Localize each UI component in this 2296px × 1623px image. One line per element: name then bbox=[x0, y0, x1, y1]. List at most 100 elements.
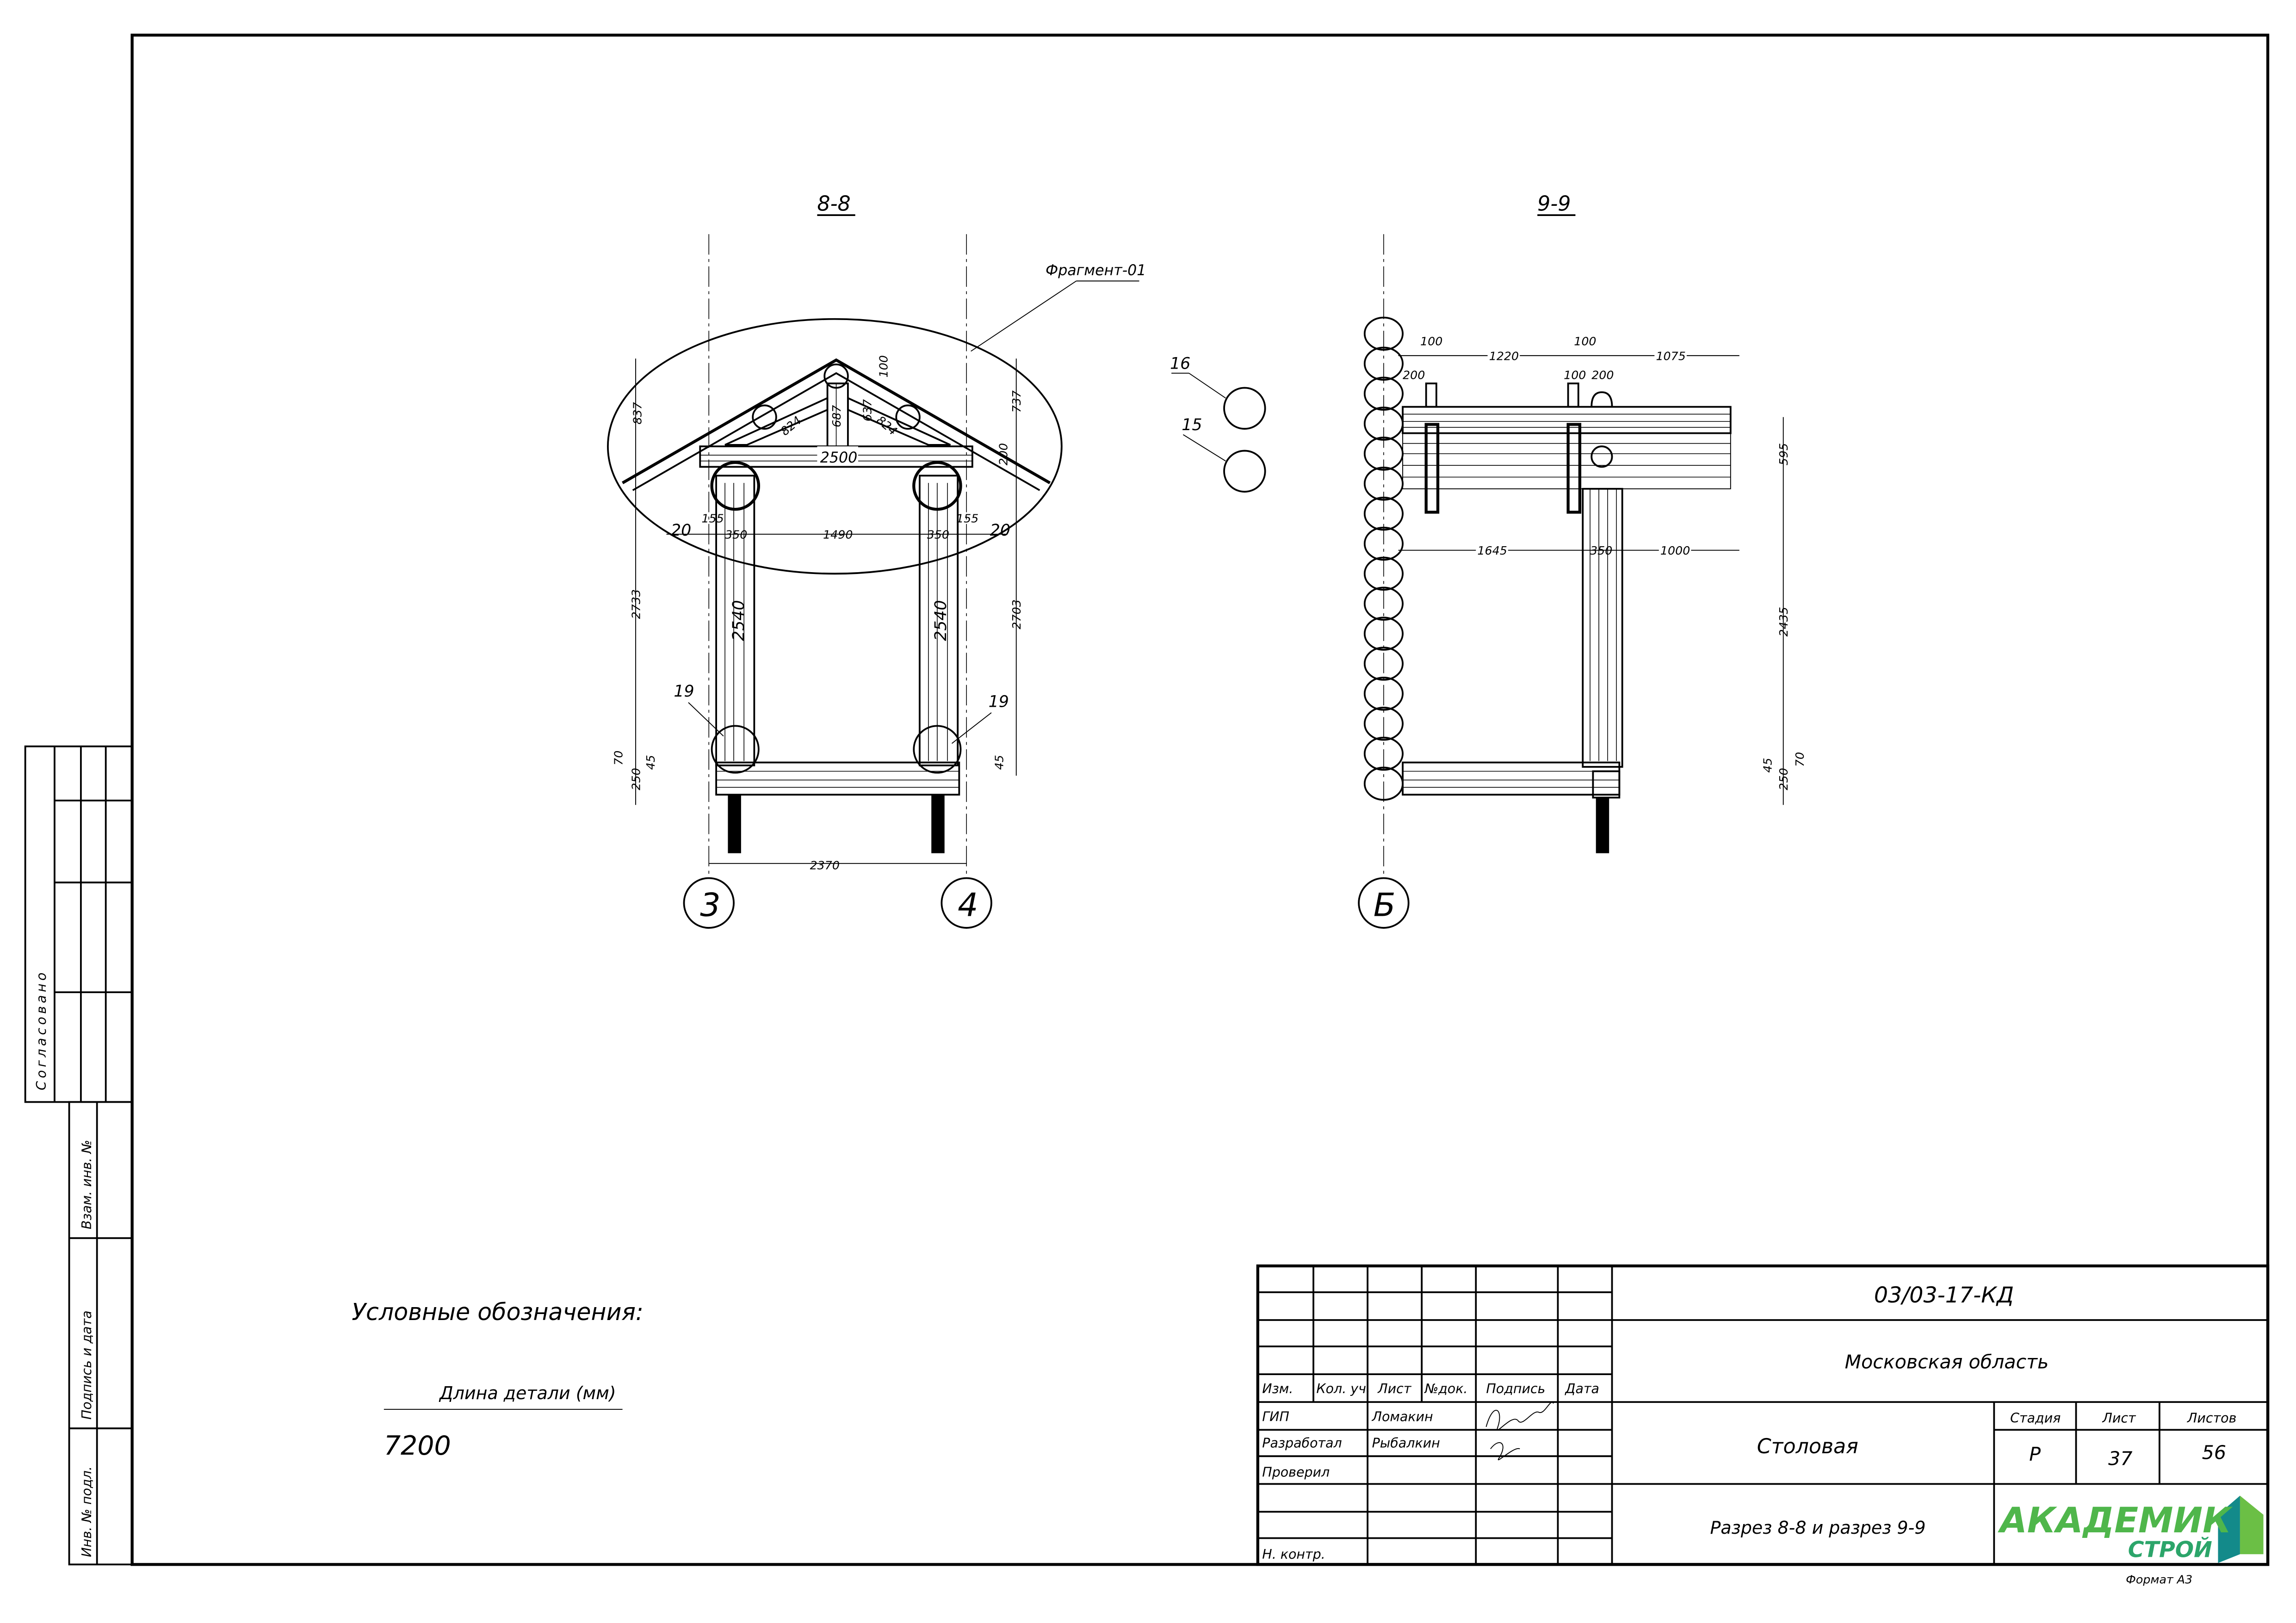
name-developer: Рыбалкин bbox=[1372, 1435, 1440, 1450]
dim-9-250: 250 bbox=[1777, 768, 1790, 790]
axis-label-3: 3 bbox=[700, 887, 720, 924]
title-block: Изм. Кол. уч. Лист №док. Подпись Дата ГИ… bbox=[1256, 1264, 2270, 1566]
wall-log bbox=[1363, 316, 1404, 351]
dim-9-100-c: 100 bbox=[1564, 369, 1586, 382]
logo-mark-right bbox=[2240, 1495, 2264, 1555]
axis-bubble-3 bbox=[683, 877, 735, 929]
logo-main-text: АКАДЕМИК bbox=[1998, 1500, 2233, 1541]
axis-bubble-4 bbox=[941, 877, 992, 929]
sheets-label: Листов bbox=[2187, 1411, 2236, 1426]
dim-2500: 2500 bbox=[820, 450, 857, 466]
col-header-sign: Подпись bbox=[1486, 1381, 1545, 1396]
col-header-list: Лист bbox=[1377, 1381, 1412, 1396]
logo-sub-text: СТРОЙ bbox=[2128, 1537, 2212, 1563]
dim-824-left: 824 bbox=[778, 413, 804, 438]
dim-9-2435: 2435 bbox=[1777, 607, 1790, 636]
fragment-ellipse bbox=[607, 318, 1063, 575]
dim-737: 737 bbox=[1010, 390, 1023, 413]
agreed-label: Согласовано bbox=[34, 969, 49, 1090]
company-logo: АКАДЕМИК СТРОЙ bbox=[1998, 1495, 2264, 1563]
dim-2540-left: 2540 bbox=[730, 600, 748, 641]
dim-9-70: 70 bbox=[1793, 752, 1807, 767]
dim-9-350: 350 bbox=[1590, 544, 1612, 557]
dim-9-595: 595 bbox=[1777, 443, 1790, 465]
dim-837: 837 bbox=[631, 402, 644, 424]
marker-16: 16 bbox=[1170, 354, 1190, 373]
log-markers: 16 15 bbox=[1170, 354, 1266, 493]
sheets-value: 56 bbox=[2202, 1442, 2226, 1464]
axis-bubble-b bbox=[1358, 877, 1410, 929]
replaces-inv-label: Взам. инв. № bbox=[79, 1140, 94, 1229]
dim-70: 70 bbox=[612, 751, 625, 765]
sheet-label: Лист bbox=[2102, 1411, 2137, 1426]
dim-155-right: 155 bbox=[956, 512, 978, 525]
dim-20-left: 20 bbox=[671, 521, 691, 540]
wall-log bbox=[1363, 376, 1404, 411]
section-9-9: 9-9 100 1220 100 1075 200 100 200 bbox=[1358, 192, 1807, 929]
col-header-ndok: №док. bbox=[1424, 1381, 1468, 1396]
logo-mark-left bbox=[2218, 1495, 2240, 1563]
dim-9-45: 45 bbox=[1761, 758, 1774, 772]
section-title-9-9: 9-9 bbox=[1537, 192, 1571, 216]
dim-350-left: 350 bbox=[725, 528, 747, 541]
sheet-value: 37 bbox=[2108, 1447, 2132, 1469]
section-title-8-8: 8-8 bbox=[817, 192, 850, 216]
fragment-label: Фрагмент-01 bbox=[1046, 262, 1146, 279]
legend: Условные обозначения: Длина детали (мм) … bbox=[352, 1298, 644, 1461]
role-gip: ГИП bbox=[1262, 1409, 1289, 1424]
dim-9-1220: 1220 bbox=[1489, 349, 1519, 363]
legend-value: 7200 bbox=[384, 1431, 451, 1461]
legend-caption: Длина детали (мм) bbox=[439, 1383, 616, 1403]
dim-45-left: 45 bbox=[644, 755, 657, 770]
object-name: Столовая bbox=[1757, 1435, 1858, 1458]
wall-log bbox=[1363, 617, 1404, 651]
dim-20-right: 20 bbox=[990, 521, 1010, 540]
dim-9-100-b: 100 bbox=[1574, 335, 1596, 348]
role-developer: Разработал bbox=[1262, 1435, 1342, 1450]
dim-9-200-b: 200 bbox=[1591, 369, 1614, 382]
dim-1490: 1490 bbox=[823, 528, 853, 541]
stage-label: Стадия bbox=[2010, 1411, 2061, 1426]
region: Московская область bbox=[1845, 1351, 2049, 1373]
stage-value: Р bbox=[2029, 1443, 2041, 1465]
sheet-frame bbox=[130, 33, 2270, 1566]
callout-19-left: 19 bbox=[674, 682, 694, 701]
col-header-kol: Кол. уч. bbox=[1316, 1381, 1370, 1396]
side-stamp: Согласовано Взам. инв. № Подпись и дата … bbox=[24, 745, 133, 1566]
signature bbox=[1485, 1401, 1554, 1461]
col-header-date: Дата bbox=[1564, 1381, 1599, 1396]
wall-log bbox=[1363, 496, 1404, 531]
wall-log bbox=[1363, 586, 1404, 621]
dim-2540-right: 2540 bbox=[932, 600, 950, 641]
dim-9-200-a: 200 bbox=[1403, 369, 1425, 382]
inv-no-label: Инв. № подл. bbox=[79, 1466, 94, 1557]
dim-45-right: 45 bbox=[992, 755, 1006, 770]
dim-9-1645: 1645 bbox=[1477, 544, 1507, 557]
format-label: Формат А3 bbox=[2126, 1573, 2192, 1586]
axis-label-b: Б bbox=[1374, 887, 1396, 924]
wall-log bbox=[1363, 677, 1404, 711]
dim-155-left: 155 bbox=[701, 512, 724, 525]
sheet-title: Разрез 8-8 и разрез 9-9 bbox=[1710, 1518, 1926, 1538]
dim-637: 637 bbox=[860, 399, 874, 421]
dim-350-right: 350 bbox=[927, 528, 949, 541]
callout-19-right: 19 bbox=[989, 692, 1009, 711]
wall-log bbox=[1363, 706, 1404, 741]
wall-log bbox=[1363, 647, 1404, 681]
sign-date-label: Подпись и дата bbox=[79, 1310, 94, 1419]
dim-100: 100 bbox=[877, 355, 890, 377]
dim-687: 687 bbox=[830, 405, 843, 427]
wall-log bbox=[1363, 526, 1404, 561]
dim-2733: 2733 bbox=[630, 589, 643, 619]
dim-9-1075: 1075 bbox=[1656, 349, 1685, 363]
role-checked: Проверил bbox=[1262, 1465, 1330, 1480]
marker-15: 15 bbox=[1182, 416, 1202, 434]
wall-log bbox=[1363, 346, 1404, 381]
dim-200: 200 bbox=[997, 443, 1010, 465]
name-gip: Ломакин bbox=[1372, 1409, 1433, 1424]
wall-log bbox=[1363, 736, 1404, 771]
axis-label-4: 4 bbox=[958, 887, 978, 924]
section-8-8: 8-8 Фрагмент-01 bbox=[607, 192, 1146, 929]
dim-2370: 2370 bbox=[810, 858, 840, 872]
